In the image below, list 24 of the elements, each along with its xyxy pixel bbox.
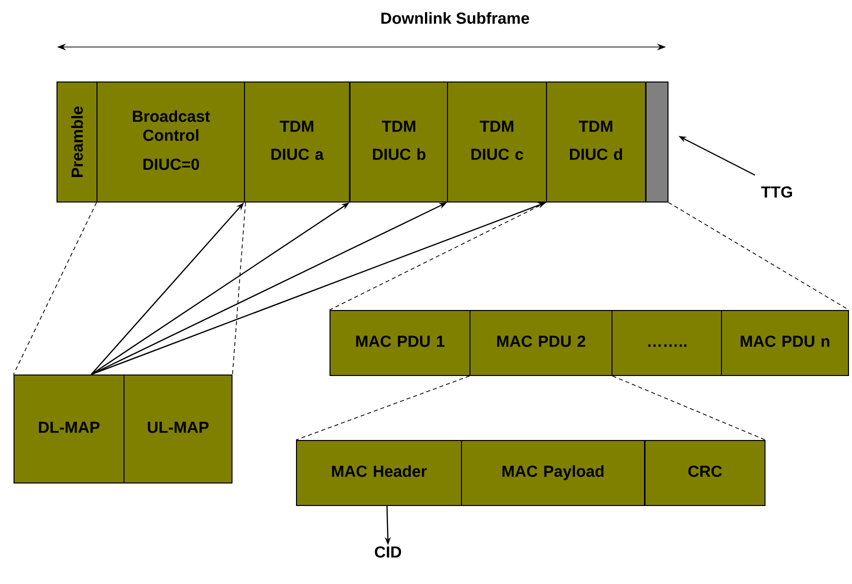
frame-cell: MAC PDU 2 — [470, 310, 612, 376]
frame-cell: TDM DIUC d — [546, 82, 646, 202]
frame-cell: TDM DIUC c — [447, 82, 547, 202]
zoom-line — [668, 202, 850, 310]
preamble-cell: Preamble — [56, 82, 98, 202]
frame-cell: MAC PDU n — [721, 310, 849, 376]
frame-cell: DL-MAP — [14, 374, 124, 484]
frame-cell: MAC PDU 1 — [330, 310, 470, 376]
zoom-line — [296, 376, 470, 440]
gap-block — [646, 82, 668, 202]
label-text: CID — [374, 546, 402, 558]
frame-cell: MAC Payload — [461, 440, 645, 506]
label-text: TTG — [761, 186, 792, 198]
zoom-line — [232, 202, 246, 375]
zoom-line — [612, 376, 766, 440]
frame-cell: TDM DIUC b — [350, 82, 448, 202]
frame-cell: MAC Header — [296, 440, 462, 506]
title: Downlink Subframe — [381, 12, 530, 24]
frame-cell: …….. — [612, 310, 722, 376]
frame-cell: TDM DIUC a — [244, 82, 350, 202]
frame-cell: UL-MAP — [124, 374, 232, 484]
zoom-line — [329, 202, 546, 310]
frame-cell: CRC — [644, 440, 766, 506]
zoom-line — [13, 202, 97, 375]
